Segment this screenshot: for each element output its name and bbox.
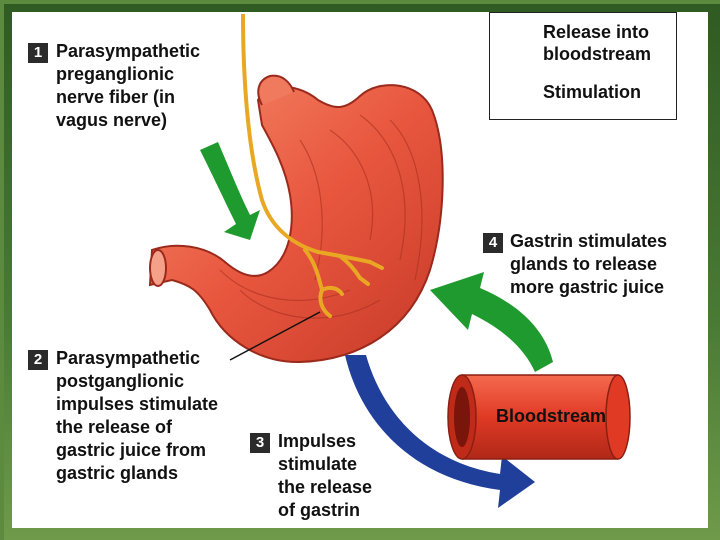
- stimulation-arrow-2: [430, 272, 553, 372]
- nerve-branches: [303, 248, 384, 318]
- stomach-shape: [148, 84, 444, 364]
- step-2-text: Parasympathetic postganglionic impulses …: [56, 348, 219, 483]
- stomach-folds: [219, 114, 423, 319]
- legend: [489, 12, 677, 120]
- blood-vessel: [447, 374, 631, 460]
- release-arrow: [345, 355, 535, 508]
- step-4-number: 4: [483, 233, 503, 253]
- step-2-number: 2: [28, 350, 48, 370]
- step-1-number: 1: [28, 43, 48, 63]
- step-4-text: Gastrin stimulates glands to release mor…: [510, 231, 668, 297]
- step-1-text: Parasympathetic preganglionic nerve fibe…: [56, 41, 201, 130]
- step-3-text: Impulses stimulate the release of gastri…: [278, 431, 373, 520]
- frame-stripe-left: [0, 0, 4, 540]
- leader-line: [229, 311, 321, 361]
- esophagus: [257, 74, 295, 106]
- stimulation-arrow-1: [200, 142, 260, 240]
- step-3-number: 3: [250, 433, 270, 453]
- bloodstream-label: Bloodstream: [496, 406, 607, 426]
- legend-release-label: Release into bloodstream: [543, 22, 652, 64]
- vagus-nerve: [241, 13, 319, 254]
- frame-stripe-top: [0, 0, 720, 4]
- duodenum-opening: [149, 249, 167, 287]
- legend-stimulation-label: Stimulation: [543, 82, 641, 102]
